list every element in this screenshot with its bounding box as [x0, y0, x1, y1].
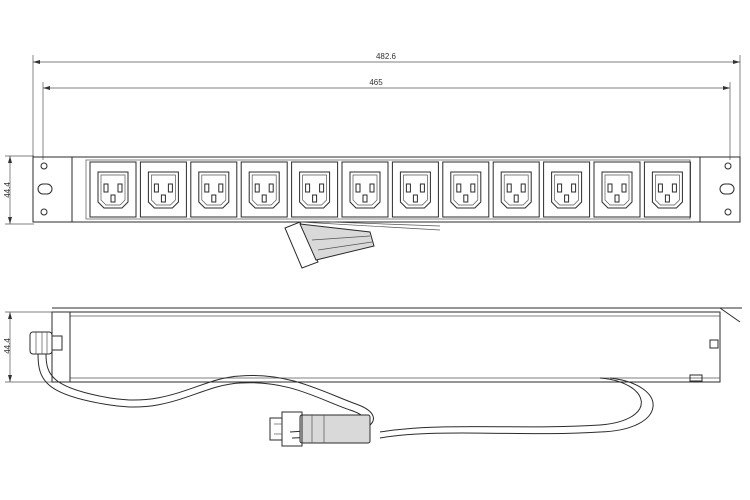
c13-outlet [341, 161, 389, 218]
side-view [29, 307, 742, 447]
dimension-label-height-front: 44.4 [3, 182, 12, 198]
left-mounting-ear [32, 156, 73, 223]
cable-gland [29, 331, 63, 355]
dimension-height-side: 44.4 [3, 311, 70, 383]
dimension-overall-width: 482.6 [32, 52, 741, 160]
dimension-label-height-side: 44.4 [3, 338, 12, 354]
dimension-height-front: 44.4 [3, 155, 34, 225]
c14-plug-front [284, 221, 375, 269]
c13-outlet [240, 161, 288, 218]
side-body [69, 311, 721, 383]
c14-plug-side [269, 411, 371, 447]
dimension-label-482: 482.6 [376, 52, 397, 61]
dimension-inner-width: 465 [42, 78, 731, 160]
c13-outlet [543, 161, 591, 218]
c13-outlet [139, 161, 187, 218]
c13-outlet [442, 161, 490, 218]
dimension-label-465: 465 [369, 78, 383, 87]
c13-outlet [190, 161, 238, 218]
c13-outlet [89, 161, 137, 218]
c13-outlet [643, 161, 691, 218]
front-view [32, 156, 741, 269]
c13-outlet [492, 161, 540, 218]
outlet-row [89, 161, 691, 218]
c13-outlet [391, 161, 439, 218]
c13-outlet [593, 161, 641, 218]
c13-outlet [291, 161, 339, 218]
front-body [71, 156, 701, 223]
